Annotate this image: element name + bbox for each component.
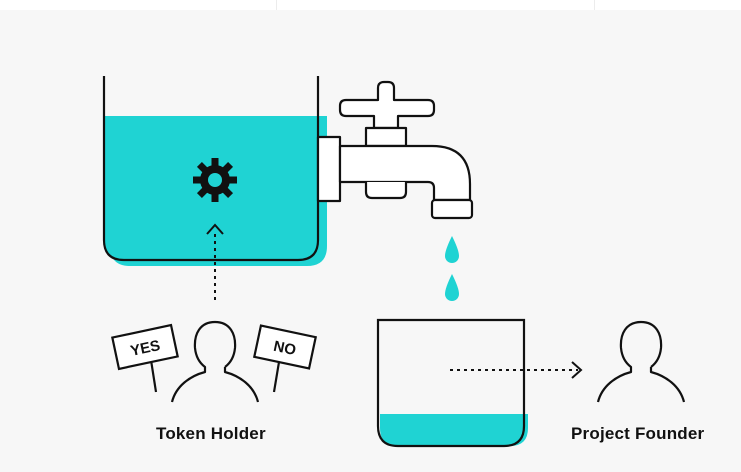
- yes-sign: YES: [111, 323, 179, 393]
- no-sign: NO: [252, 324, 318, 393]
- top-divider: [594, 0, 595, 10]
- project-founder-label: Project Founder: [571, 424, 705, 443]
- gear-icon: [193, 158, 237, 202]
- top-divider: [276, 0, 277, 10]
- person-icon: [596, 320, 686, 403]
- payout-arrow: [450, 361, 583, 379]
- top-strip: [0, 0, 741, 10]
- no-sign-text: NO: [272, 338, 298, 359]
- treasury-tank: [102, 76, 327, 266]
- founder-bucket-water: [380, 414, 528, 446]
- faucet-icon: [316, 80, 474, 220]
- water-drop-icon: [445, 236, 459, 301]
- yes-sign-text: YES: [129, 337, 162, 360]
- person-icon: [170, 320, 260, 403]
- treasury-outline: [102, 76, 320, 262]
- vote-arrow: [206, 223, 224, 300]
- token-holder-label: Token Holder: [156, 424, 266, 443]
- founder-bucket: [376, 318, 528, 448]
- founder-bucket-outline: [376, 318, 526, 448]
